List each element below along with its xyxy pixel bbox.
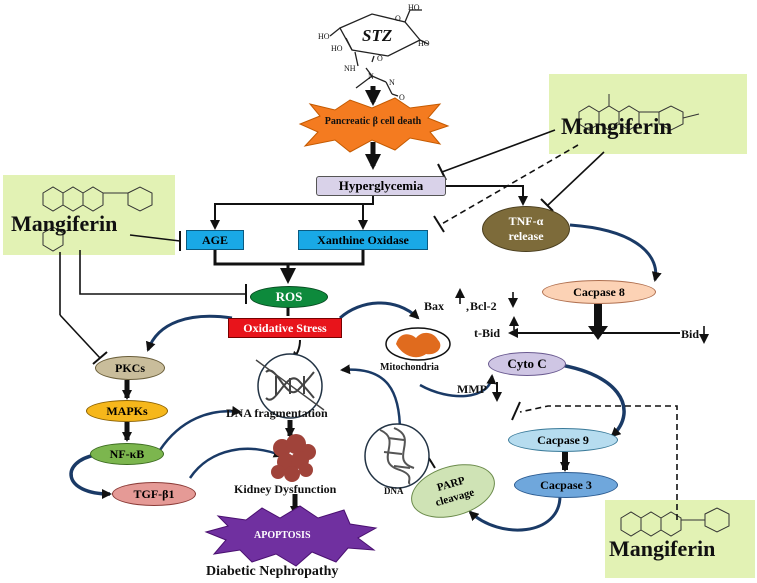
mitochondria-label: Mitochondria [380, 362, 439, 373]
ros-node: ROS [250, 286, 328, 308]
dna-intact-icon [364, 423, 430, 489]
tbid-label: t-Bid [474, 326, 501, 340]
bcl2-label: Bcl-2 [470, 299, 497, 313]
comma-separator: , [466, 299, 469, 313]
kidney-icon [271, 434, 316, 482]
diagram-title: Diabetic Nephropathy [206, 564, 339, 579]
mangiferin-structure-icon-left [42, 186, 153, 252]
beta-cell-death-label: Pancreatic β cell death [324, 116, 422, 127]
kidney-dysfunction-label: Kidney Dysfunction [234, 482, 337, 496]
mangiferin-panel-bottom-right: Mangiferin [605, 500, 755, 578]
stz-group-o-1: O [399, 93, 405, 102]
stz-group-o-3: O [395, 14, 401, 23]
stz-group-ho-2: HO [318, 32, 330, 41]
mapks-node: MAPKs [86, 400, 168, 422]
hyperglycemia-node: Hyperglycemia [316, 176, 446, 196]
bax-label: Bax [424, 299, 445, 313]
stz-group-nh: NH [344, 64, 356, 73]
mangiferin-label-bottom: Mangiferin [609, 536, 716, 561]
caspase-9-node: Cacpase 9 [508, 428, 618, 452]
tnf-alpha-node: TNF-α release [482, 206, 570, 252]
tgf-beta1-node: TGF-β1 [112, 482, 196, 506]
caspase-8-node: Cacpase 8 [542, 280, 656, 304]
apoptosis-burst [204, 505, 378, 567]
dna-label: DNA [384, 486, 404, 496]
bid-label: Bid [681, 327, 700, 341]
pkcs-node: PKCs [95, 356, 165, 380]
mangiferin-structure-icon-bottom [620, 507, 730, 537]
mangiferin-label-top-right: Mangiferin [561, 114, 673, 139]
stz-group-ho-3: HO [331, 44, 343, 53]
beta-cell-death-burst [298, 97, 450, 153]
mangiferin-panel-left: Mangiferin [3, 175, 175, 255]
oxidative-stress-node: Oxidative Stress [228, 318, 342, 338]
stz-group-o-2: O [377, 54, 383, 63]
stz-group-ho-1: HO [408, 3, 420, 12]
mangiferin-structure-icon [578, 94, 700, 131]
dna-fragmentation-label: DNA fragmentation [226, 406, 328, 420]
stz-group-n-2: N [389, 78, 395, 87]
caspase-3-node: Cacpase 3 [514, 472, 618, 498]
stz-molecule-icon [329, 9, 429, 97]
age-node: AGE [186, 230, 244, 250]
stz-group-ho-4: HO [418, 39, 430, 48]
apoptosis-label: APOPTOSIS [254, 530, 311, 541]
nfkb-node: NF-κB [90, 443, 164, 465]
mmp-label: MMP [457, 382, 487, 396]
mangiferin-label-left: Mangiferin [11, 211, 118, 236]
cyto-c-node: Cyto C [488, 352, 566, 376]
stz-label: STZ [362, 26, 393, 45]
xanthine-oxidase-node: Xanthine Oxidase [298, 230, 428, 250]
stz-group-n-1: N [368, 72, 374, 81]
mangiferin-panel-top-right: Mangiferin [549, 74, 747, 154]
